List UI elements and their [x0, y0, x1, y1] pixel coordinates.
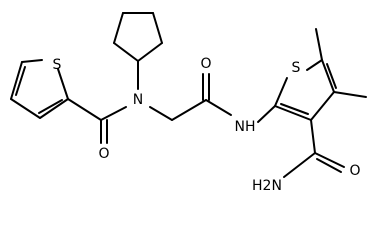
nitrogen-label-tertiary: N [133, 92, 143, 108]
bond [21, 59, 43, 63]
bond [306, 59, 323, 71]
nh-label-linker: NH [235, 119, 256, 135]
sulfur-label-right: S [292, 60, 301, 76]
bond [257, 105, 276, 123]
bond [280, 103, 309, 115]
bond [314, 152, 345, 168]
bond [316, 158, 342, 173]
bond [39, 98, 69, 119]
oxygen-label-right: O [349, 163, 360, 179]
bond [113, 42, 139, 62]
bond [171, 99, 207, 121]
bond [149, 106, 173, 121]
oxygen-label-left: O [98, 146, 109, 162]
bond [10, 61, 23, 100]
bonds [10, 12, 367, 178]
molecule-structure: S O N O NH S H2N O [10, 12, 367, 194]
bond [310, 119, 316, 154]
bond [10, 98, 41, 119]
bond [283, 152, 316, 178]
bond [205, 99, 232, 116]
oxygen-label-middle: O [200, 56, 211, 72]
bond [326, 63, 337, 89]
bond [333, 91, 367, 98]
bond [113, 12, 124, 44]
amine-label-nh2: H2N [252, 178, 282, 194]
bond [57, 68, 69, 100]
bond [100, 106, 127, 121]
bond [15, 66, 26, 96]
bond [38, 99, 63, 114]
bond [274, 77, 288, 107]
bond [315, 28, 323, 61]
bond [274, 105, 312, 121]
bond [137, 42, 163, 62]
bond [67, 98, 102, 121]
bond [321, 59, 335, 93]
bond [152, 12, 163, 44]
sulfur-label-left: S [53, 57, 62, 73]
bond [310, 91, 335, 121]
atom-labels: S O N O NH S H2N O [53, 56, 361, 194]
